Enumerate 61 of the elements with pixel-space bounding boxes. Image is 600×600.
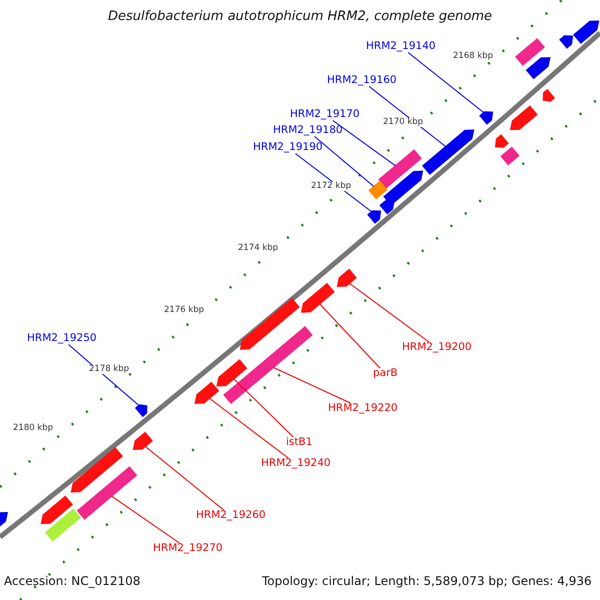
scale-label: 2180 kbp (13, 424, 54, 434)
gene-label: parB (373, 368, 398, 380)
leader-line (319, 304, 380, 368)
leader-line (314, 136, 374, 187)
gene-feature (515, 38, 545, 66)
leader-line (233, 378, 294, 438)
scale-label: 2176 kbp (164, 306, 204, 316)
gene-label: HRM2_19170 (290, 109, 360, 121)
gene-feature (132, 432, 153, 450)
leader-line (273, 367, 351, 404)
footer-text: Accession: NC_012108 (4, 575, 140, 588)
gene-label: HRM2_19260 (196, 510, 266, 522)
gene-feature (573, 20, 600, 44)
gene-feature (367, 210, 382, 224)
gene-feature (0, 512, 8, 526)
gene-feature (300, 282, 335, 313)
gene-label: HRM2_19160 (327, 75, 397, 87)
gene-feature (216, 359, 248, 386)
gene-feature (559, 35, 574, 49)
gene-feature (44, 508, 82, 542)
gene-label: HRM2_19200 (402, 342, 472, 354)
gene-feature (479, 111, 494, 125)
leader-line (408, 52, 484, 113)
gene-feature (379, 200, 395, 214)
gene-feature (542, 88, 556, 102)
gene-feature (336, 268, 357, 287)
leader-line (209, 398, 289, 458)
gene-feature (510, 105, 538, 130)
gene-feature (40, 496, 74, 524)
gene-feature (240, 298, 300, 350)
scale-label: 2178 kbp (89, 365, 130, 374)
scale-label: 2168 kbp (453, 52, 494, 62)
scale-label: 2174 kbp (238, 244, 278, 254)
gene-feature (194, 382, 220, 404)
gene-feature (76, 466, 138, 520)
scale-label: 2170 kbp (383, 118, 424, 128)
gene-feature (422, 130, 474, 175)
gene-label: HRM2_19190 (253, 142, 323, 154)
leader-line (349, 282, 430, 342)
gene-label: HRM2_19250 (27, 333, 97, 345)
gene-label: istB1 (286, 437, 312, 449)
gene-label: HRM2_19220 (328, 403, 398, 415)
gene-feature (223, 326, 313, 404)
gene-feature (494, 134, 509, 148)
footer-text: Topology: circular; Length: 5,589,073 bp; Genes: 4,936 (262, 575, 592, 588)
gene-label: HRM2_19240 (261, 458, 331, 470)
scale-label: 2172 kbp (311, 182, 352, 192)
leader-line (111, 496, 180, 544)
leader-line (144, 446, 224, 510)
gene-label: HRM2_19140 (366, 41, 436, 53)
gene-label: HRM2_19180 (273, 125, 343, 137)
gene-label: HRM2_19270 (153, 543, 223, 555)
leader-line (68, 344, 140, 406)
gene-feature (526, 57, 551, 80)
gene-feature (134, 404, 148, 418)
gene-feature (500, 146, 520, 166)
leader-line (332, 120, 396, 166)
map-title: Desulfobacterium autotrophicum HRM2, complete genome (106, 10, 494, 24)
gene-feature (378, 149, 422, 189)
gene-feature (70, 447, 123, 492)
gene-feature (368, 180, 388, 200)
